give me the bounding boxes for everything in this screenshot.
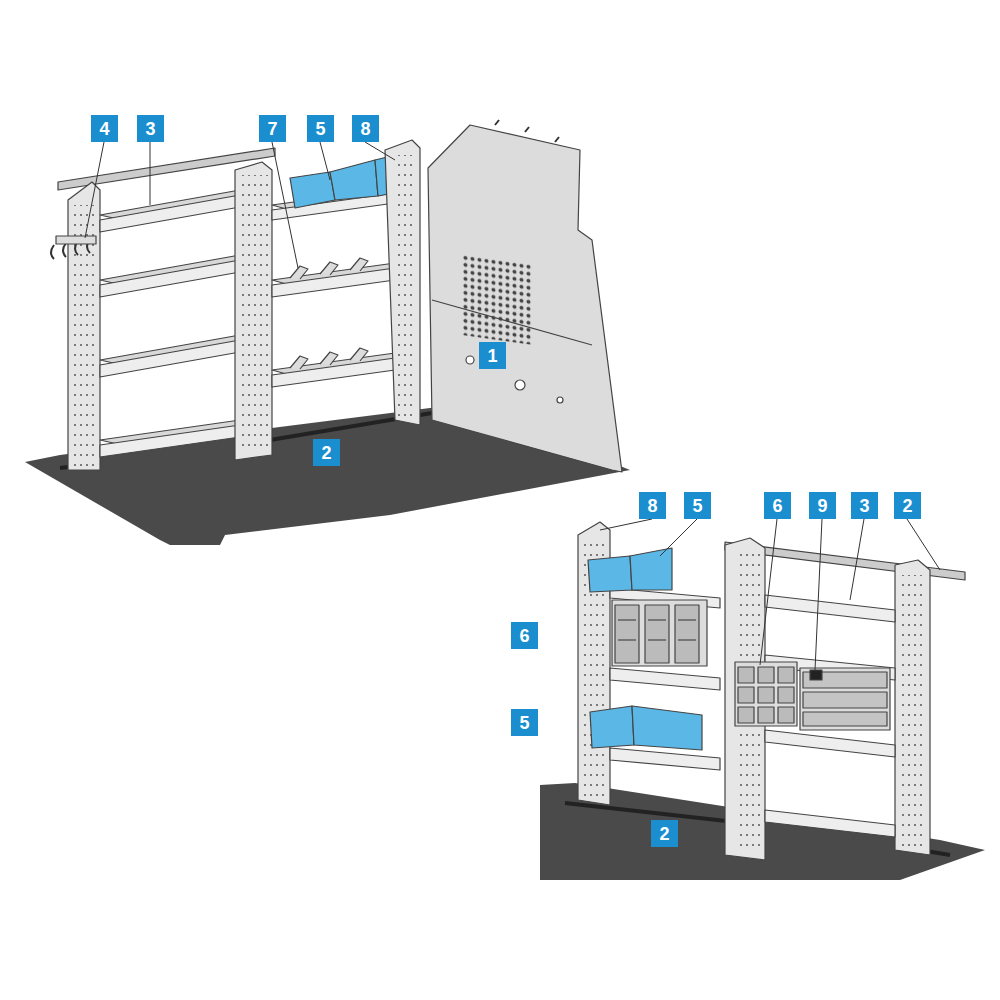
callout-number: 9 (809, 492, 836, 519)
callout-number: 5 (511, 709, 538, 736)
callout-number: 6 (511, 622, 538, 649)
callout-text: 8 (360, 120, 370, 138)
callout-number: 2 (313, 439, 340, 466)
callout-number: 5 (684, 492, 711, 519)
callout-number: 4 (91, 115, 118, 142)
callout-number: 2 (651, 820, 678, 847)
callout-text: 4 (99, 120, 109, 138)
callout-text: 5 (692, 497, 702, 515)
callout-number: 1 (479, 342, 506, 369)
callout-text: 1 (487, 347, 497, 365)
callout-number: 3 (137, 115, 164, 142)
callout-text: 8 (647, 497, 657, 515)
callout-number: 8 (352, 115, 379, 142)
callout-text: 9 (817, 497, 827, 515)
callout-number: 3 (851, 492, 878, 519)
callout-text: 2 (659, 825, 669, 843)
callout-number: 6 (764, 492, 791, 519)
callout-text: 6 (519, 627, 529, 645)
callout-number: 7 (259, 115, 286, 142)
callout-number: 8 (639, 492, 666, 519)
callout-text: 7 (267, 120, 277, 138)
callout-text: 3 (859, 497, 869, 515)
callout-number: 2 (894, 492, 921, 519)
callout-text: 5 (519, 714, 529, 732)
callout-text: 5 (315, 120, 325, 138)
callout-text: 6 (772, 497, 782, 515)
callout-text: 3 (145, 120, 155, 138)
callout-text: 2 (902, 497, 912, 515)
callout-text: 2 (321, 444, 331, 462)
callout-number: 5 (307, 115, 334, 142)
